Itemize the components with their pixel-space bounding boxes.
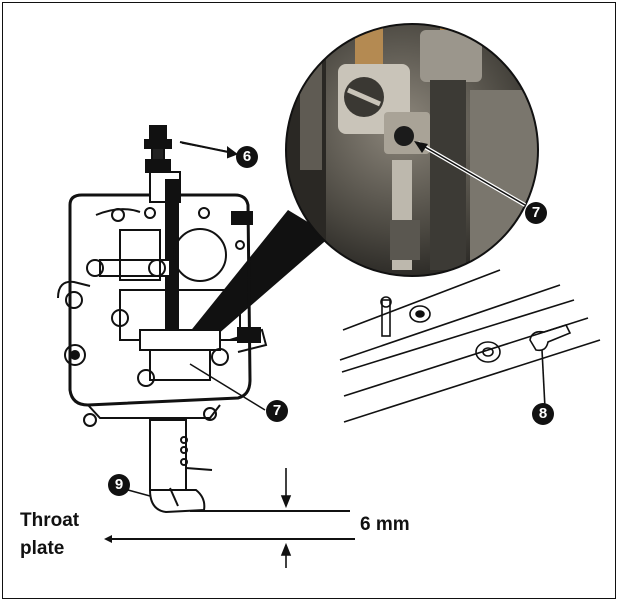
dimension-gap <box>112 468 355 568</box>
zoom-circle-outline <box>285 23 539 277</box>
feed-mechanism-sketch <box>339 269 601 423</box>
throat-plate-label-line2: plate <box>20 538 65 559</box>
zoom-cone <box>172 210 331 362</box>
zoom-photo <box>286 24 538 276</box>
callout-9: 9 <box>108 474 130 496</box>
callout-7-zoom: 7 <box>525 202 547 224</box>
callout-7-head: 7 <box>266 400 288 422</box>
gap-dimension-label: 6 mm <box>360 514 410 535</box>
throat-plate-label-line1: Throat <box>20 510 80 531</box>
callout-8: 8 <box>532 403 554 425</box>
callout-6: 6 <box>236 146 258 168</box>
